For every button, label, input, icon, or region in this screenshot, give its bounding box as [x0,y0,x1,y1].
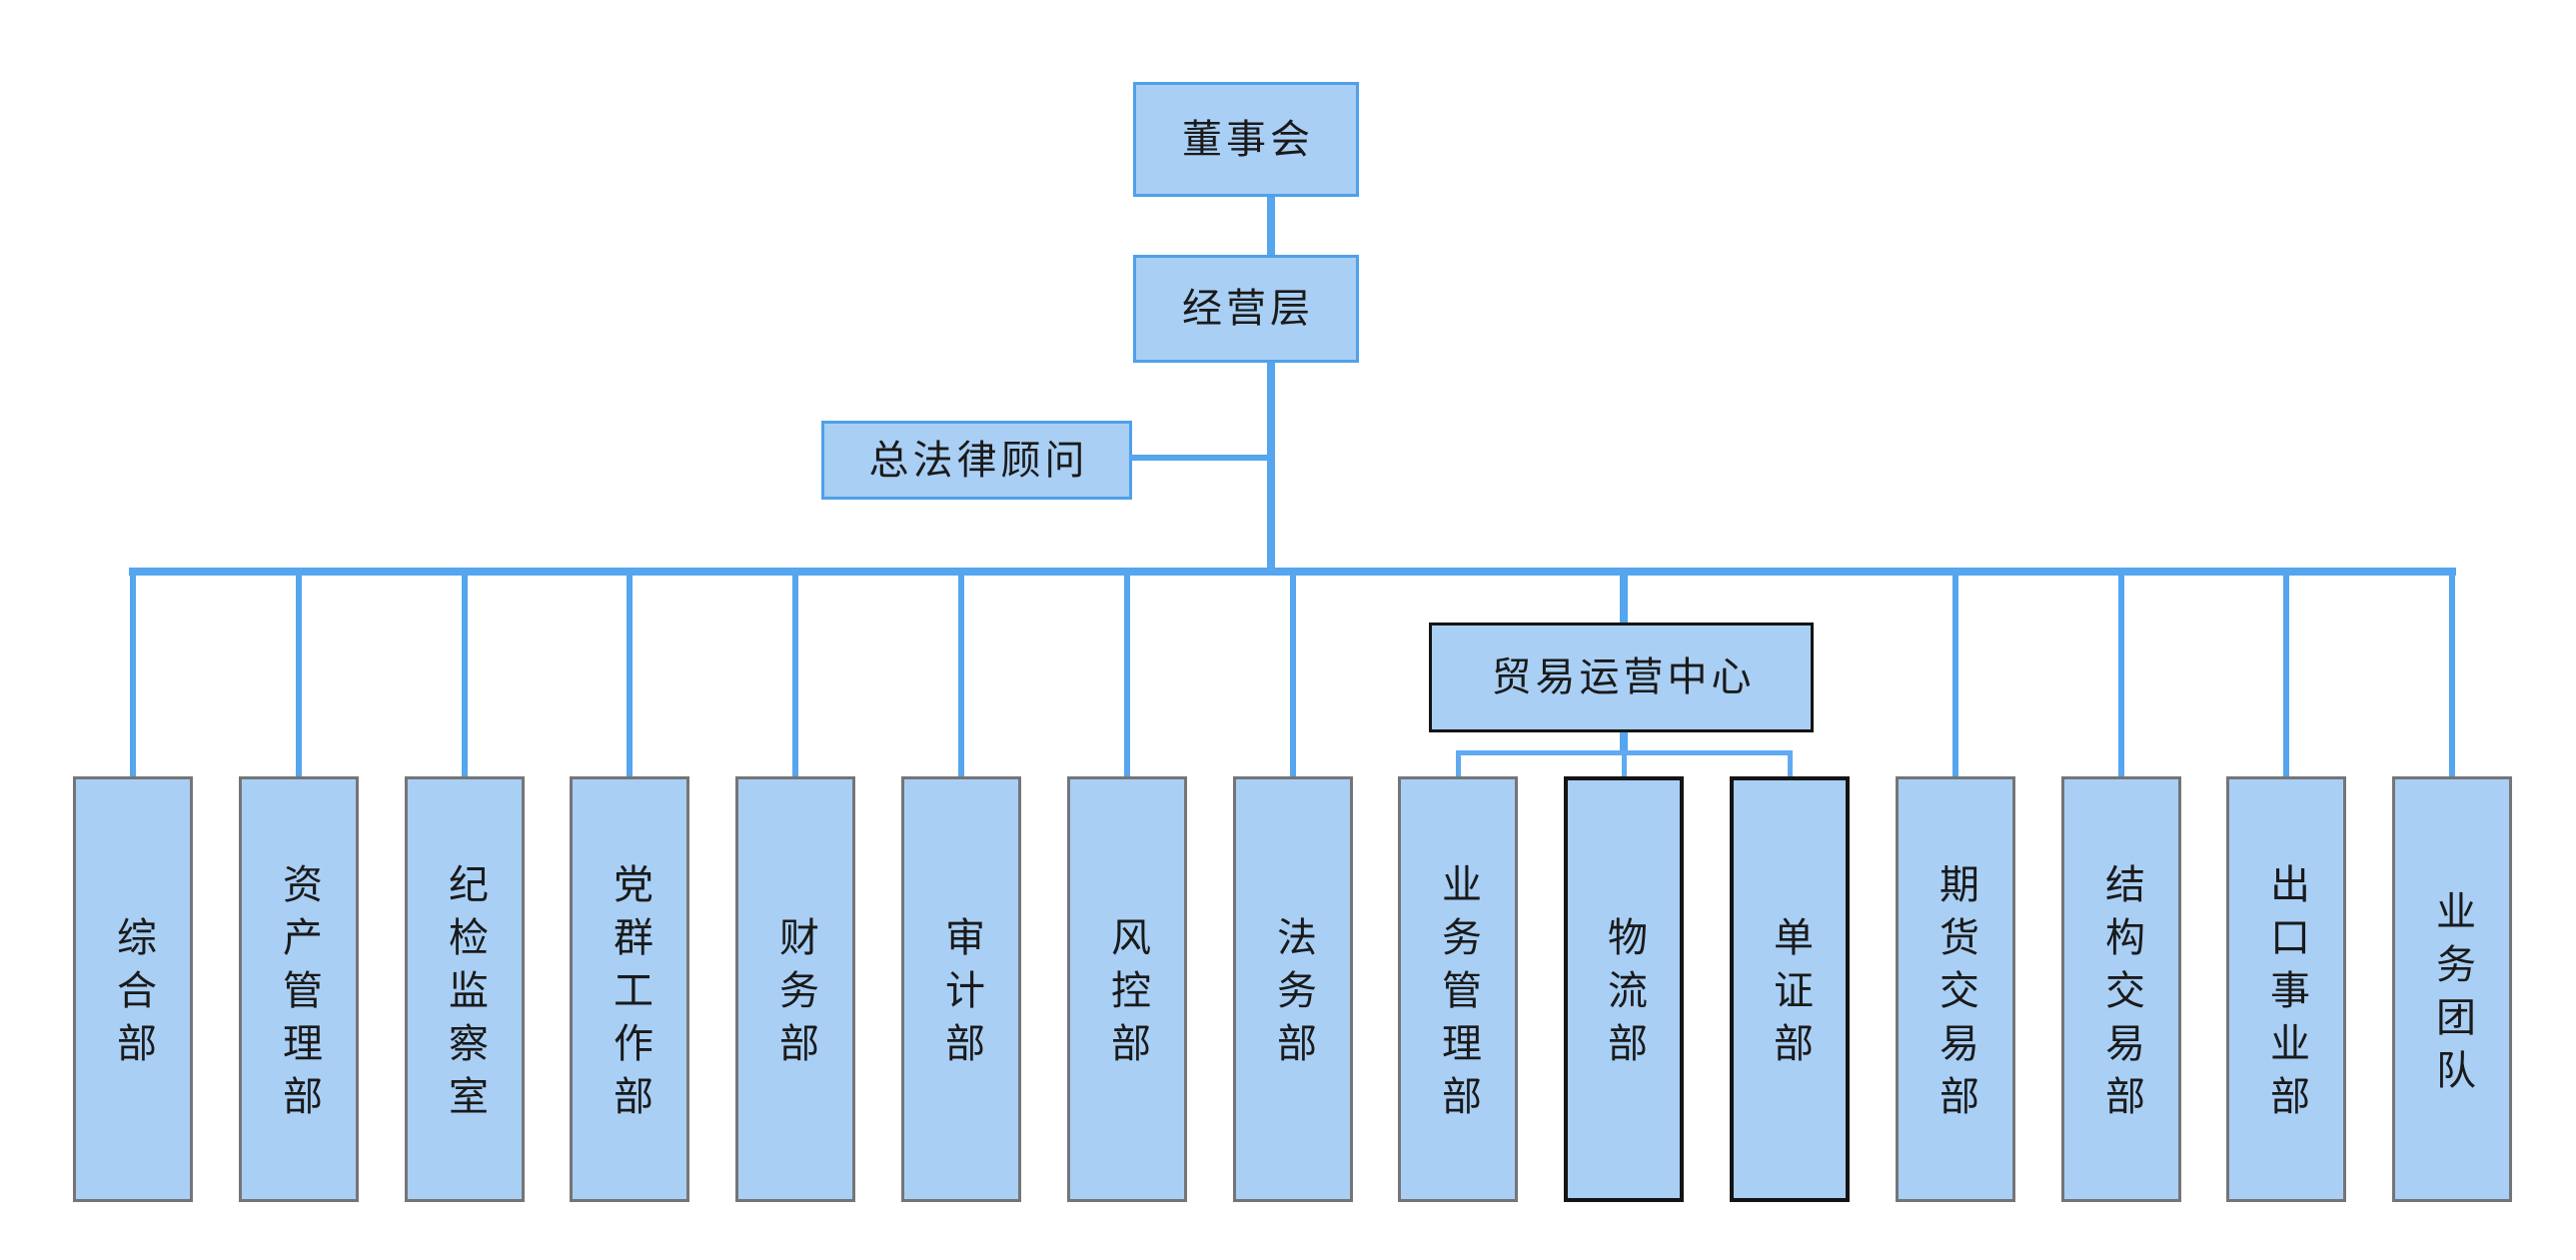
org-node-department-7: 风控部 [1067,776,1187,1202]
connector-drop-14 [2283,576,2289,776]
org-node-department-14: 出口事业部 [2226,776,2346,1202]
connector-drop-6 [958,576,964,776]
connector-trade-center-stub [1620,732,1628,750]
connector-drop-2 [296,576,302,776]
connector-counsel-link [1130,455,1267,461]
org-node-management-label: 经营层 [1182,287,1314,331]
department-label: 业务管理部 [1436,863,1480,1128]
connector-drop-12 [1952,576,1958,776]
org-node-board-label: 董事会 [1182,117,1314,162]
connector-board-management [1267,197,1275,255]
department-label: 法务部 [1271,916,1315,1075]
department-label: 期货交易部 [1933,863,1977,1128]
org-node-trade-operations-center: 贸易运营中心 [1429,623,1814,732]
department-label: 风控部 [1105,916,1149,1075]
connector-main-bar [129,568,2456,576]
org-node-department-1: 综合部 [73,776,193,1202]
connector-drop-3 [462,576,468,776]
org-node-department-10: 物流部 [1564,776,1684,1202]
department-label: 出口事业部 [2264,863,2308,1128]
org-node-department-3: 纪检监察室 [405,776,525,1202]
org-node-general-counsel-label: 总法律顾问 [868,438,1089,483]
department-label: 物流部 [1602,916,1646,1075]
department-label: 纪检监察室 [443,863,487,1128]
org-node-department-4: 党群工作部 [570,776,689,1202]
department-label: 财务部 [773,916,817,1075]
org-node-department-11: 单证部 [1730,776,1850,1202]
org-node-department-9: 业务管理部 [1398,776,1518,1202]
connector-drop-4 [627,576,633,776]
org-node-department-8: 法务部 [1233,776,1353,1202]
department-label: 业务团队 [2430,889,2474,1102]
org-node-board: 董事会 [1133,82,1359,197]
org-node-management: 经营层 [1133,255,1359,363]
org-node-department-13: 结构交易部 [2061,776,2181,1202]
org-node-department-12: 期货交易部 [1896,776,2015,1202]
org-node-department-6: 审计部 [901,776,1021,1202]
department-label: 单证部 [1768,916,1812,1075]
connector-management-trunk [1267,363,1275,568]
connector-drop-7 [1124,576,1130,776]
connector-drop-1 [130,576,136,776]
org-node-department-2: 资产管理部 [239,776,359,1202]
connector-bracket-drop-9 [1456,750,1461,776]
connector-bar-trade-center [1620,576,1628,623]
department-label: 资产管理部 [277,863,321,1128]
connector-drop-15 [2449,576,2455,776]
department-label: 审计部 [939,916,983,1075]
connector-drop-8 [1290,576,1296,776]
org-node-trade-operations-center-label: 贸易运营中心 [1491,655,1756,699]
org-node-general-counsel: 总法律顾问 [821,421,1132,500]
department-label: 综合部 [111,916,155,1075]
department-label: 党群工作部 [608,863,651,1128]
connector-bracket-drop-10 [1622,750,1627,776]
org-node-department-15: 业务团队 [2392,776,2512,1202]
connector-drop-5 [792,576,798,776]
department-label: 结构交易部 [2099,863,2143,1128]
connector-drop-13 [2118,576,2124,776]
connector-bracket-drop-11 [1788,750,1793,776]
org-node-department-5: 财务部 [735,776,855,1202]
